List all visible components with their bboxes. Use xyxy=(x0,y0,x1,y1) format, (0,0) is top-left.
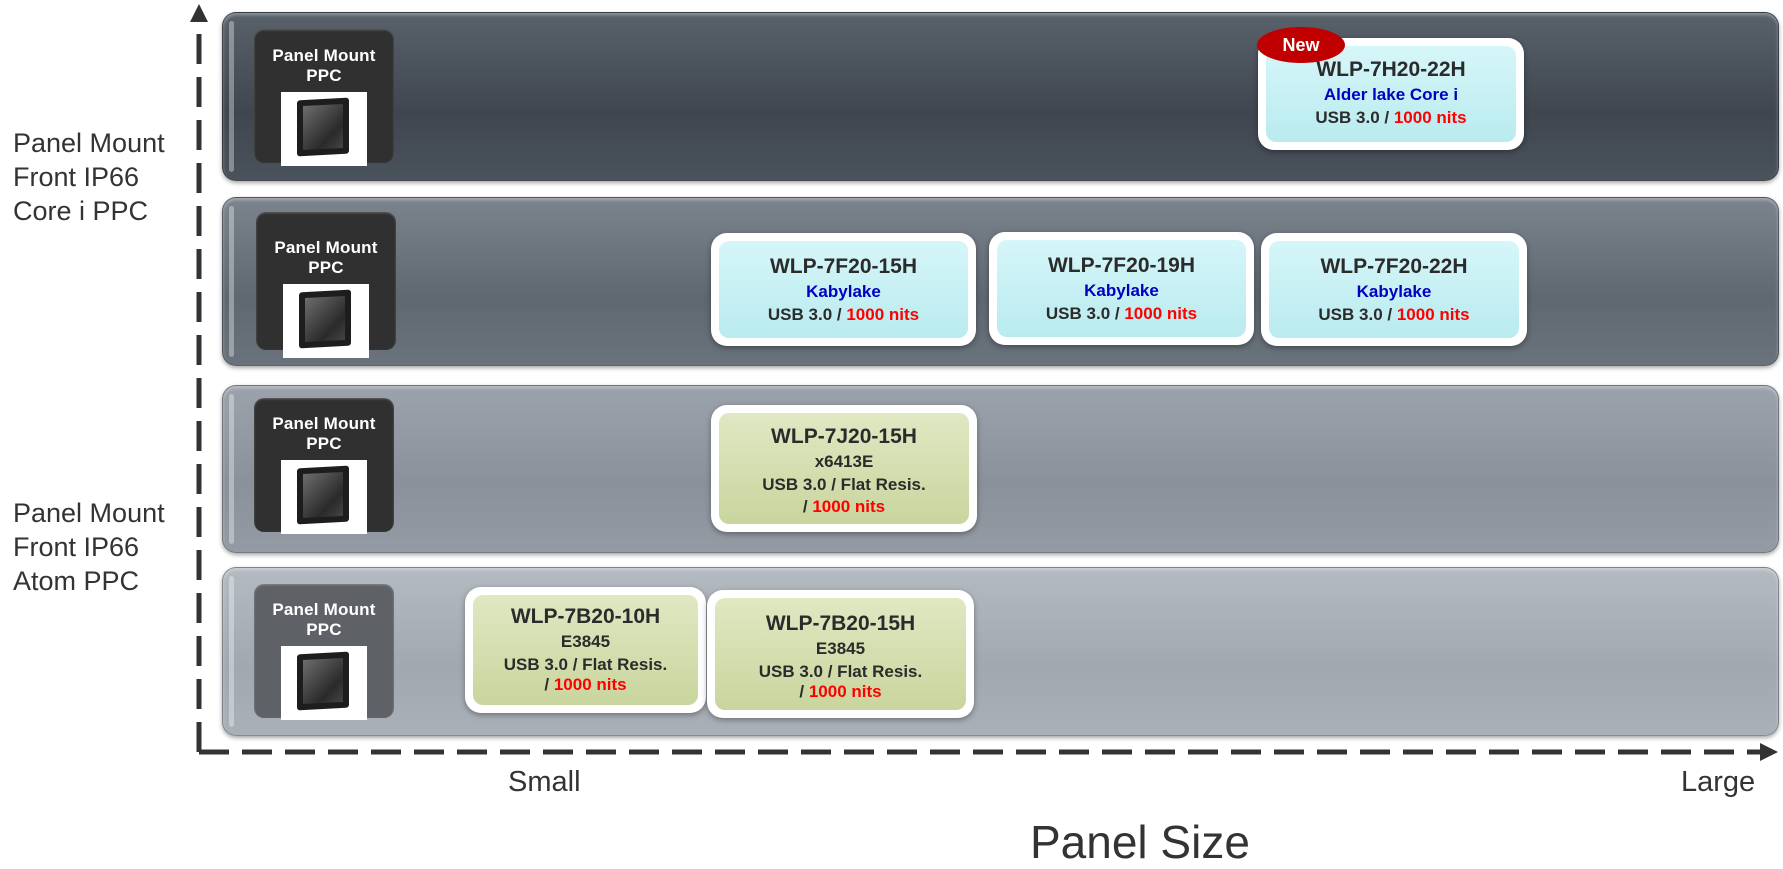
side-label-line: Atom PPC xyxy=(13,566,140,596)
spec-text: / xyxy=(799,682,809,701)
cpu-name: x6413E xyxy=(814,452,874,471)
category-box: Panel Mount PPC xyxy=(254,29,394,166)
cpu-name: Kabylake xyxy=(1084,281,1159,300)
spec-text: USB 3.0 / xyxy=(1045,304,1125,323)
card-body: WLP-7H20-22H Alder lake Core i USB 3.0 /… xyxy=(1266,46,1516,142)
spec-text: / xyxy=(544,675,554,694)
model-name: WLP-7F20-19H xyxy=(1047,254,1196,277)
side-label-line: Core i PPC xyxy=(13,196,149,226)
cpu-name: E3845 xyxy=(560,632,611,651)
category-box: Panel Mount PPC xyxy=(256,212,396,358)
side-label-line: Panel Mount xyxy=(13,128,165,158)
product-card-wlp-7j20-15h[interactable]: WLP-7J20-15H x6413E USB 3.0 / Flat Resis… xyxy=(711,405,977,532)
axis-label-small: Small xyxy=(508,766,581,798)
product-card-wlp-7f20-15h[interactable]: WLP-7F20-15H Kabylake USB 3.0 / 1000 nit… xyxy=(711,233,976,346)
card-body: WLP-7J20-15H x6413E USB 3.0 / Flat Resis… xyxy=(719,413,969,524)
model-name: WLP-7B20-15H xyxy=(765,612,916,635)
brightness-text: 1000 nits xyxy=(1124,304,1198,323)
card-body: WLP-7F20-15H Kabylake USB 3.0 / 1000 nit… xyxy=(719,241,968,338)
x-axis-arrow xyxy=(1760,743,1778,761)
card-body: WLP-7B20-10H E3845 USB 3.0 / Flat Resis.… xyxy=(473,595,698,705)
product-card-wlp-7f20-22h[interactable]: WLP-7F20-22H Kabylake USB 3.0 / 1000 nit… xyxy=(1261,233,1527,346)
row-core-i-alderlake xyxy=(222,12,1779,181)
side-label-core-i: Panel Mount Front IP66 Core i PPC xyxy=(13,126,165,228)
category-label: Panel Mount PPC xyxy=(272,414,376,453)
cpu-name: E3845 xyxy=(815,639,866,658)
brightness-text: 1000 nits xyxy=(812,497,886,516)
card-body: WLP-7F20-19H Kabylake USB 3.0 / 1000 nit… xyxy=(997,240,1246,337)
model-name: WLP-7H20-22H xyxy=(1316,58,1466,81)
brightness-text: 1000 nits xyxy=(808,682,882,701)
product-card-wlp-7f20-19h[interactable]: WLP-7F20-19H Kabylake USB 3.0 / 1000 nit… xyxy=(989,232,1254,345)
category-box: Panel Mount PPC xyxy=(254,398,394,534)
spec-text: USB 3.0 / Flat Resis. xyxy=(762,475,926,494)
spec-text: USB 3.0 / xyxy=(1318,305,1397,324)
panel-pc-image xyxy=(281,92,367,166)
cpu-name: Kabylake xyxy=(1356,282,1432,301)
spec-text: USB 3.0 / Flat Resis. xyxy=(758,662,923,681)
model-name: WLP-7F20-15H xyxy=(769,255,918,278)
product-card-wlp-7b20-10h[interactable]: WLP-7B20-10H E3845 USB 3.0 / Flat Resis.… xyxy=(465,587,706,713)
category-label: Panel Mount PPC xyxy=(272,600,376,639)
spec-text: USB 3.0 / xyxy=(767,305,847,324)
brightness-text: 1000 nits xyxy=(846,305,920,324)
axis-title-panel-size: Panel Size xyxy=(1030,816,1250,868)
panel-pc-image xyxy=(281,646,367,720)
model-name: WLP-7F20-22H xyxy=(1320,255,1468,278)
new-badge: New xyxy=(1257,27,1345,63)
category-label: Panel Mount PPC xyxy=(272,46,376,85)
category-box: Panel Mount PPC xyxy=(254,584,394,720)
side-label-line: Panel Mount xyxy=(13,498,165,528)
side-label-line: Front IP66 xyxy=(13,532,140,562)
panel-pc-image xyxy=(283,284,369,358)
product-card-wlp-7b20-15h[interactable]: WLP-7B20-15H E3845 USB 3.0 / Flat Resis.… xyxy=(707,590,974,718)
axis-label-large: Large xyxy=(1681,766,1756,798)
cpu-name: Alder lake Core i xyxy=(1323,85,1459,104)
brightness-text: 1000 nits xyxy=(1396,305,1470,324)
spec-text: USB 3.0 / Flat Resis. xyxy=(503,655,668,674)
model-name: WLP-7J20-15H xyxy=(771,425,917,448)
side-label-line: Front IP66 xyxy=(13,162,140,192)
category-label: Panel Mount PPC xyxy=(274,238,378,277)
row-atom-elkhart xyxy=(222,385,1779,553)
spec-text: USB 3.0 / xyxy=(1315,108,1394,127)
panel-pc-image xyxy=(281,460,367,534)
card-body: WLP-7F20-22H Kabylake USB 3.0 / 1000 nit… xyxy=(1269,241,1519,338)
y-axis-arrow xyxy=(190,4,208,22)
side-label-atom: Panel Mount Front IP66 Atom PPC xyxy=(13,496,165,598)
card-body: WLP-7B20-15H E3845 USB 3.0 / Flat Resis.… xyxy=(715,598,966,710)
cpu-name: Kabylake xyxy=(806,282,881,301)
spec-text: / xyxy=(802,497,813,516)
model-name: WLP-7B20-10H xyxy=(510,605,661,628)
brightness-text: 1000 nits xyxy=(1393,108,1467,127)
row-atom-baytrail xyxy=(222,567,1779,736)
brightness-text: 1000 nits xyxy=(553,675,627,694)
